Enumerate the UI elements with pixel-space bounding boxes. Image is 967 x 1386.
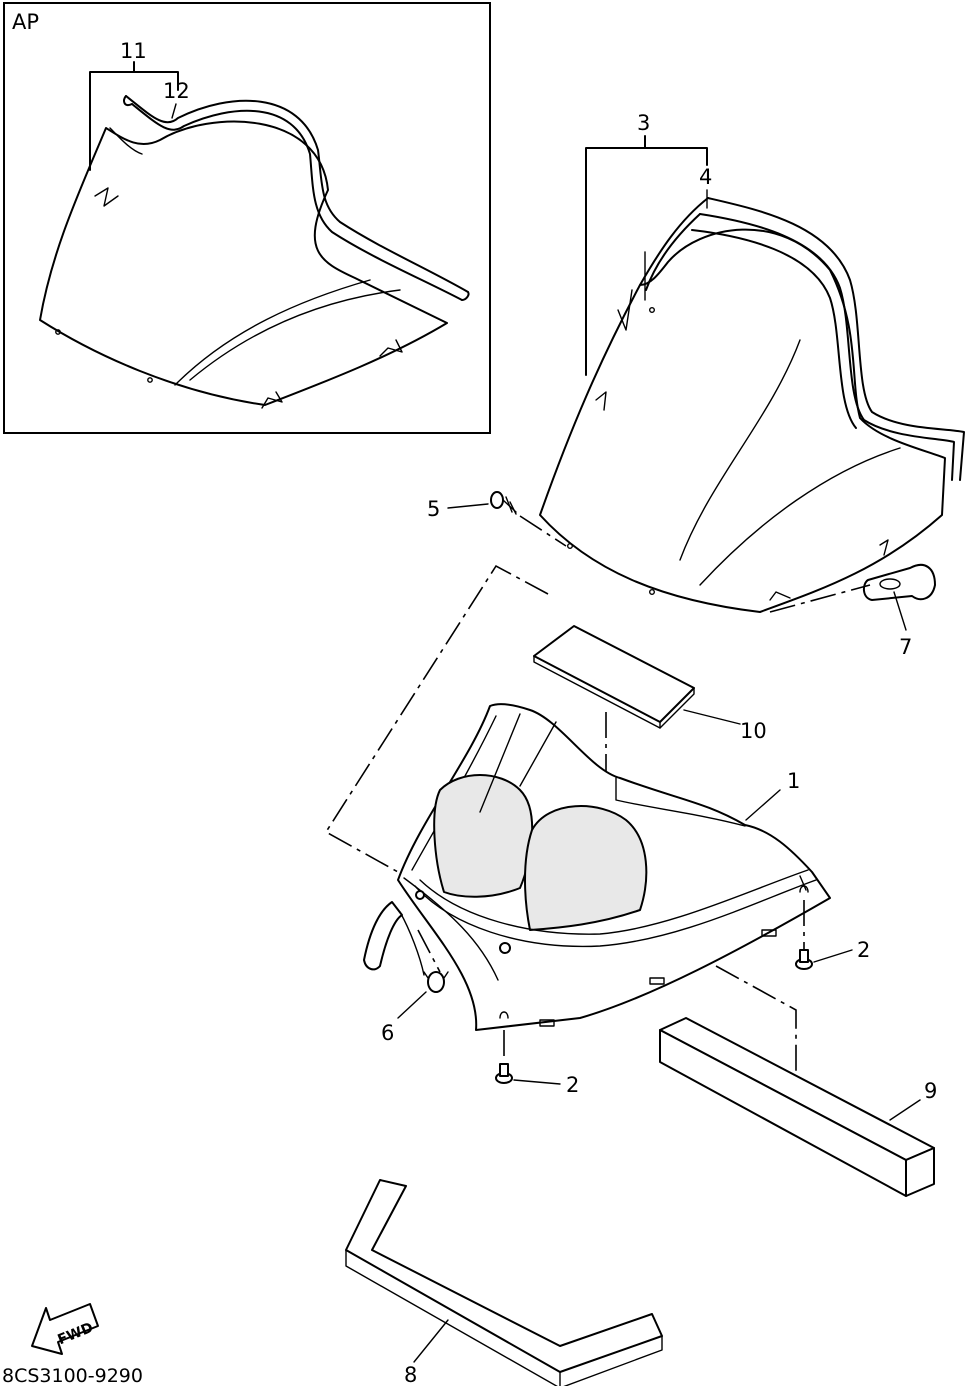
callout-10: 10 (740, 719, 767, 743)
inset-windshield (39, 95, 470, 409)
callout-2-lower: 2 (566, 1073, 579, 1097)
grommet-6 (397, 929, 449, 1019)
callout-9: 9 (924, 1079, 937, 1103)
inset-ap-panel: AP 11 12 (3, 2, 491, 434)
callout-5: 5 (427, 497, 440, 521)
callout-7: 7 (899, 635, 912, 659)
fwd-direction-arrow: FWD (31, 1303, 99, 1355)
sponge-9 (659, 1017, 935, 1197)
callout-12: 12 (163, 79, 190, 103)
callout-11: 11 (120, 39, 147, 63)
pad-10 (533, 625, 741, 800)
callout-4: 4 (699, 165, 712, 189)
callout-3: 3 (637, 111, 650, 135)
bolt-2-lower (495, 1030, 561, 1085)
arrow-left-icon (31, 1303, 99, 1355)
screw-5 (447, 491, 567, 547)
callout-11-bracket (89, 61, 179, 171)
callout-2-right: 2 (857, 938, 870, 962)
seal-8 (345, 1179, 663, 1386)
callout-3-bracket (585, 135, 708, 376)
callout-6: 6 (381, 1021, 394, 1045)
callout-1: 1 (787, 769, 800, 793)
bolt-2-right (795, 900, 853, 970)
diagram-code: 8CS3100-9290 (2, 1365, 143, 1386)
windshield-assembly: 3 4 (539, 111, 965, 613)
cowl-1 (363, 703, 831, 1031)
inset-label: AP (12, 10, 39, 34)
mount-bracket-7 (769, 563, 936, 631)
callout-8: 8 (404, 1363, 417, 1386)
